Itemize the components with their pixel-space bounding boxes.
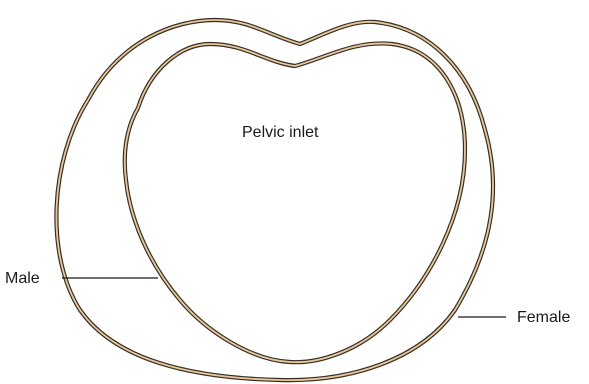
pelvic-inlet-title: Pelvic inlet <box>242 124 319 141</box>
male-pelvic-outline <box>125 43 465 362</box>
female-pelvic-outline <box>56 20 493 380</box>
female-label: Female <box>517 309 570 326</box>
male-label: Male <box>5 270 40 287</box>
